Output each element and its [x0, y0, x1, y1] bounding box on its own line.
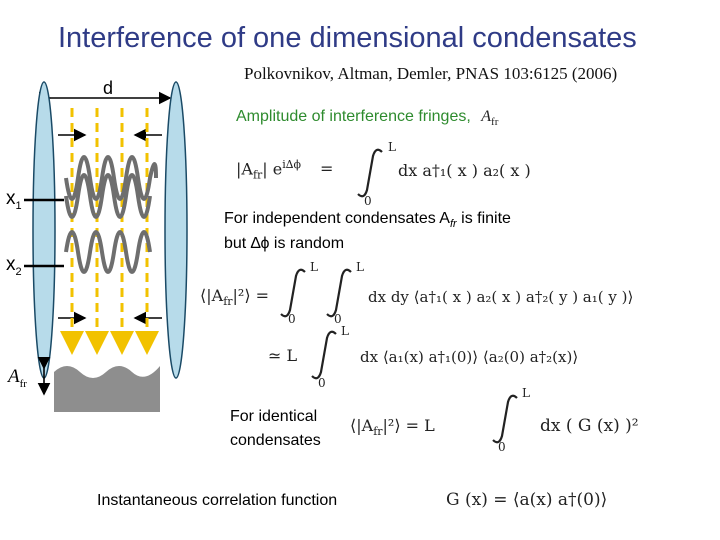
afr-label: Afr [8, 366, 27, 390]
equation-variance: ⟨|Afr|²⟩ = [200, 286, 269, 308]
amplitude-symbol-sub: fr [491, 116, 499, 129]
condensate-left [32, 81, 56, 379]
afr-letter: A [8, 366, 20, 387]
eq2-lhs: ⟨|A [200, 286, 224, 305]
condensate-right [164, 81, 188, 379]
integral-sign-2b [326, 268, 352, 318]
citation: Polkovnikov, Altman, Demler, PNAS 103:61… [244, 64, 618, 83]
correlation-label: Instantaneous correlation function [97, 492, 338, 509]
eq1-body: dx a†₁( x ) a₂( x ) [398, 161, 531, 180]
independent-line2: but ∆ϕ is random [224, 235, 345, 252]
equation-approx: ≃ L [268, 346, 298, 365]
fringe-wave-x2 [64, 230, 152, 274]
slide-title: Interference of one dimensional condensa… [58, 22, 637, 54]
eq2-lower-limit-b: 0 [334, 312, 342, 326]
eq2-sub: fr [223, 295, 233, 309]
integral-sign-4 [492, 394, 518, 444]
eq2-upper-limit-a: L [310, 260, 318, 274]
eq2-upper-limit-b: L [356, 260, 364, 274]
eq4-body: dx ( G (x) )² [540, 416, 639, 436]
equation-identical: ⟨|Afr|²⟩ = L [350, 416, 435, 438]
amplitude-heading-symbol: Afr [481, 108, 499, 129]
eq4-sub: fr [373, 425, 383, 439]
eq2-lhs-end: |²⟩ = [232, 286, 270, 305]
fringe-wave-x1 [64, 155, 158, 201]
x2-subscript: 2 [15, 265, 22, 278]
eq4-lhs-end: |²⟩ = L [382, 416, 435, 435]
eq3-upper-limit: L [341, 324, 349, 338]
afr-subscript: fr [19, 377, 27, 390]
independent-sub: fr [449, 218, 457, 231]
eq4-lhs: ⟨|A [350, 416, 374, 435]
equation-amplitude: |Afr| ei∆ϕ = [236, 158, 333, 182]
eq3-body: dx ⟨a₁(x) a†₁(0)⟩ ⟨a₂(0) a†₂(x)⟩ [360, 348, 579, 366]
amplitude-symbol-letter: A [481, 108, 492, 125]
d-label: d [103, 78, 114, 98]
eq2-lower-limit-a: 0 [288, 312, 296, 326]
eq1-phase: | e [262, 159, 283, 179]
x2-label: x2 [6, 254, 22, 278]
integral-sign-1 [357, 148, 383, 198]
eq1-exp: i∆ϕ [282, 158, 301, 171]
independent-line1: For independent condensates Afr is finit… [224, 210, 511, 230]
equation-correlation: G (x) = ⟨a(x) a†(0)⟩ [446, 490, 608, 510]
density-profile [54, 366, 160, 412]
x1-letter: x [6, 188, 16, 209]
eq1-equals: = [320, 159, 334, 179]
x1-label: x1 [6, 188, 22, 212]
eq4-upper-limit: L [522, 386, 530, 400]
eq1-upper-limit: L [388, 140, 396, 154]
x2-letter: x [6, 254, 16, 275]
integral-sign-2a [280, 268, 306, 318]
fringe-wave-x1-b [64, 173, 152, 219]
x1-subscript: 1 [15, 199, 22, 212]
independent-text-1-end: is finite [456, 210, 511, 227]
eq1-lower-limit: 0 [364, 194, 372, 208]
identical-line2: condensates [230, 432, 321, 449]
integral-sign-3 [311, 330, 337, 380]
identical-line1: For identical [230, 408, 318, 425]
eq3-lower-limit: 0 [318, 376, 326, 390]
amplitude-heading: Amplitude of interference fringes, Afr [236, 108, 498, 128]
independent-text-1: For independent condensates A [224, 210, 450, 227]
amplitude-heading-text: Amplitude of interference fringes, [236, 108, 471, 125]
eq2-body: dx dy ⟨a†₁( x ) a₂( x ) a†₂( y ) a₁( y )… [368, 288, 634, 306]
eq1-sub: fr [252, 168, 263, 182]
eq4-lower-limit: 0 [498, 440, 506, 454]
eq1-lhs: |A [236, 159, 253, 179]
